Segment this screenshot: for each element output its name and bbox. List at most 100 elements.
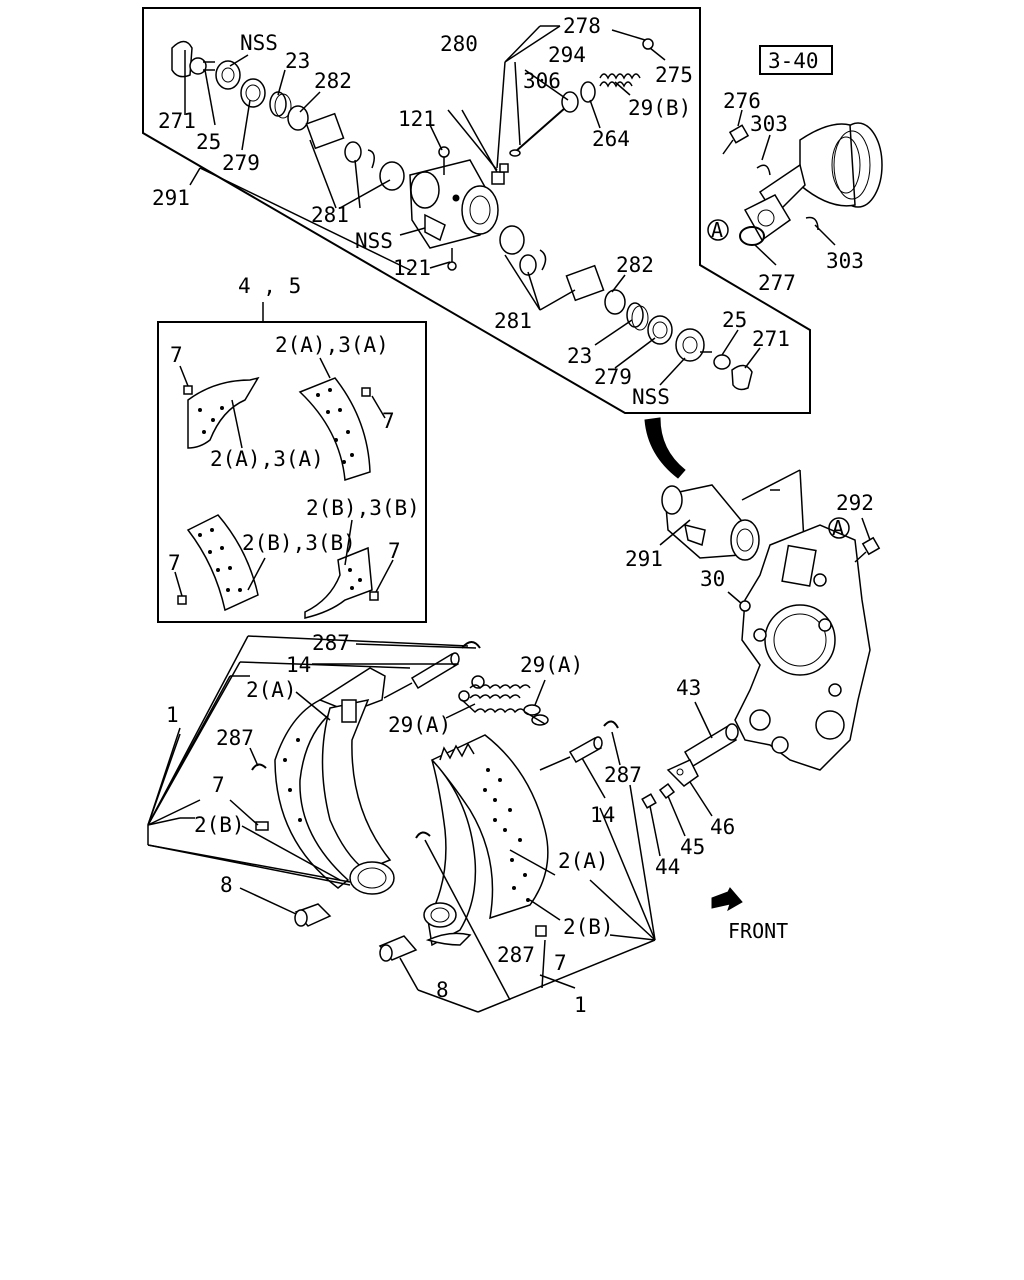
label-23-upper: 23 — [285, 49, 310, 73]
washer-282-upper-left — [287, 105, 309, 131]
bushing-8-left — [294, 903, 332, 927]
lining-lower-left — [186, 514, 259, 612]
bolt-276 — [722, 124, 750, 155]
brake-shoe-right — [423, 734, 549, 947]
label-121-lower: 121 — [393, 256, 431, 280]
label-nss-lower: NSS — [632, 385, 670, 409]
label-14-top: 14 — [286, 653, 311, 677]
label-7-right: 7 — [554, 951, 567, 975]
label-nss-upper: NSS — [240, 31, 278, 55]
front-arrow-icon — [711, 887, 743, 912]
bleeder-screw-121-lower — [447, 248, 457, 271]
washer-45 — [658, 782, 676, 800]
circle-a-label-lower: A — [832, 516, 844, 540]
label-44: 44 — [655, 855, 680, 879]
label-281-upper: 281 — [311, 203, 349, 227]
snap-ring-287-bottom — [415, 831, 431, 839]
snap-ring-287-left — [251, 763, 267, 771]
label-277: 277 — [758, 271, 796, 295]
label-2b-left: 2(B) — [194, 813, 245, 837]
label-29b: 29(B) — [628, 96, 691, 120]
label-2b3b-kit-top: 2(B),3(B) — [306, 496, 420, 520]
label-287-bottom: 287 — [497, 943, 535, 967]
adjuster-bolt-25-lower-right — [700, 351, 731, 370]
label-271-upper: 271 — [158, 109, 196, 133]
label-2a3a-kit-mid: 2(A),3(A) — [210, 447, 324, 471]
nss-cap-upper-left — [215, 60, 241, 90]
label-7-kit-3: 7 — [168, 551, 181, 575]
label-7-left: 7 — [212, 773, 225, 797]
lining-upper-left — [187, 376, 260, 449]
dust-cover-271-upper-left — [171, 40, 193, 78]
label-46: 46 — [710, 815, 735, 839]
clip-303-lower — [805, 216, 819, 231]
upper-leader-lines — [184, 25, 836, 386]
label-282-lower: 282 — [616, 253, 654, 277]
reference-box[interactable] — [759, 45, 833, 75]
label-7-kit-2: 7 — [382, 409, 395, 433]
label-276: 276 — [723, 89, 761, 113]
circle-a-marker-lower — [828, 517, 850, 539]
nss-cap-lower-right — [675, 328, 705, 362]
rivet-7-right — [535, 925, 547, 937]
spring-29b — [599, 73, 641, 88]
lower-plate-leaders — [649, 781, 713, 857]
lining-upper-right — [298, 377, 371, 481]
label-303-upper: 303 — [750, 112, 788, 136]
label-29a-lower: 29(A) — [388, 713, 451, 737]
bolt-292 — [854, 536, 881, 563]
label-291-upper: 291 — [152, 186, 190, 210]
adjuster-assembly-280 — [491, 163, 509, 185]
lower-right-leaders — [399, 679, 656, 1013]
label-1-left: 1 — [166, 703, 179, 727]
label-287-top: 287 — [312, 631, 350, 655]
boot-279-upper-left — [240, 78, 266, 108]
leader-30 — [727, 591, 743, 605]
washer-282-lower-right — [604, 289, 626, 315]
bolt-44 — [641, 793, 657, 809]
return-spring-29a-lower — [458, 690, 549, 726]
label-282-upper: 282 — [314, 69, 352, 93]
reference-box-label: 3-40 — [768, 49, 819, 73]
front-label: FRONT — [728, 919, 788, 943]
label-279-lower: 279 — [594, 365, 632, 389]
bushing-8-right — [378, 935, 418, 962]
brake-shoe-left — [274, 667, 395, 895]
bleeder-screw-121-upper — [438, 146, 450, 175]
label-2a-right: 2(A) — [558, 849, 609, 873]
label-291-lower: 291 — [625, 547, 663, 571]
snap-ring-287-right — [603, 720, 619, 729]
label-25-lower: 25 — [722, 308, 747, 332]
label-292: 292 — [836, 491, 874, 515]
label-set-4-5: 4 , 5 — [238, 274, 301, 298]
rivet-7-left — [255, 821, 269, 831]
label-2b-right: 2(B) — [563, 915, 614, 939]
lining-kit-frame — [157, 321, 427, 623]
zoom-arrow — [644, 417, 686, 479]
label-1-right: 1 — [574, 993, 587, 1017]
lining-lower-right — [304, 546, 373, 619]
wheel-cylinder-291-lower — [661, 484, 760, 561]
label-264: 264 — [592, 127, 630, 151]
label-8-right: 8 — [436, 978, 449, 1002]
pushrod-306 — [514, 107, 566, 153]
spring-23-upper-left — [269, 91, 292, 119]
label-287-right: 287 — [604, 763, 642, 787]
bolt-30 — [739, 600, 751, 612]
piston-281-lower-right — [499, 225, 605, 302]
circle-a-marker-upper — [707, 219, 729, 241]
label-nss-middle: NSS — [355, 229, 393, 253]
washer-264 — [580, 81, 596, 103]
label-2a3a-kit-top: 2(A),3(A) — [275, 333, 389, 357]
label-287-left: 287 — [216, 726, 254, 750]
label-281-lower: 281 — [494, 309, 532, 333]
label-7-kit-4: 7 — [388, 539, 401, 563]
leader-43 — [694, 701, 713, 739]
label-306: 306 — [523, 69, 561, 93]
piston-264 — [561, 91, 579, 113]
label-2b3b-kit-mid: 2(B),3(B) — [242, 531, 356, 555]
brake-chamber — [743, 122, 883, 242]
leader-292 — [861, 517, 871, 541]
wheel-cylinder-body — [409, 159, 499, 249]
